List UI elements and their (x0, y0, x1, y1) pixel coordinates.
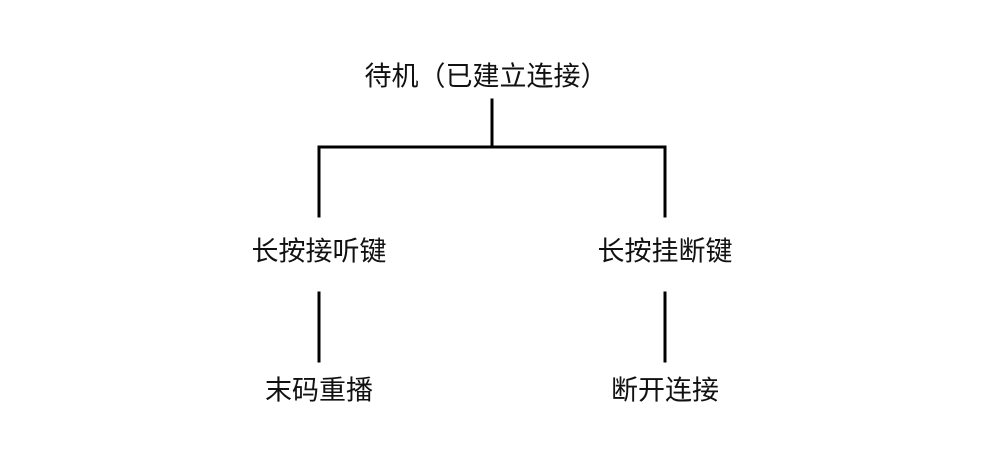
right-branch-label: 长按挂断键 (597, 236, 733, 268)
right-result-label: 断开连接 (611, 375, 719, 407)
root-node-label: 待机（已建立连接） (364, 61, 608, 93)
left-branch-label: 长按接听键 (251, 236, 387, 268)
left-result-label: 末码重播 (265, 375, 373, 407)
